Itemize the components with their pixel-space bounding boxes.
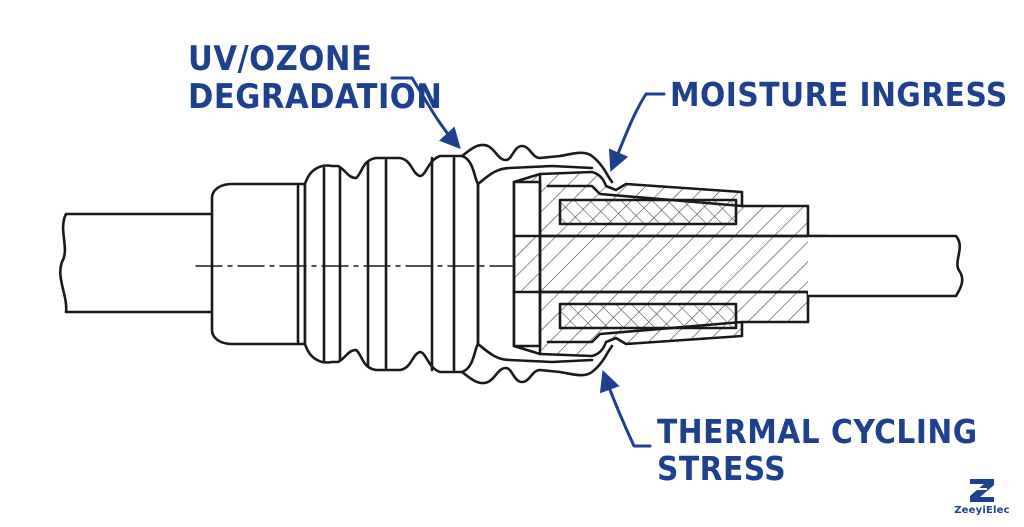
brand-logo: ZeeyiElec	[954, 476, 1010, 516]
center-conductor	[512, 234, 828, 294]
thermal-label-line1: THERMAL CYCLING	[657, 412, 978, 451]
moisture-callout-arrow	[608, 92, 666, 172]
thermal-callout-arrow	[599, 370, 652, 448]
z-logo-icon	[970, 479, 994, 502]
uv-ozone-degradation-label: UV/OZONE DEGRADATION	[188, 40, 442, 116]
outer-jacket	[460, 143, 614, 385]
moisture-ingress-label: MOISTURE INGRESS	[670, 75, 1008, 114]
moisture-label-text: MOISTURE INGRESS	[670, 75, 1008, 114]
uv-label-line1: UV/OZONE	[188, 39, 373, 79]
uv-callout-arrow	[390, 76, 461, 150]
brand-name: ZeeyiElec	[954, 505, 1010, 516]
corrugated-body	[303, 154, 480, 374]
thermal-label-line2: STRESS	[657, 448, 787, 488]
thermal-cycling-stress-label: THERMAL CYCLING STRESS	[657, 412, 978, 488]
uv-label-line2: DEGRADATION	[188, 77, 443, 118]
strain-relief-boot	[210, 182, 307, 346]
right-cable	[806, 234, 964, 298]
left-cable	[59, 212, 214, 314]
